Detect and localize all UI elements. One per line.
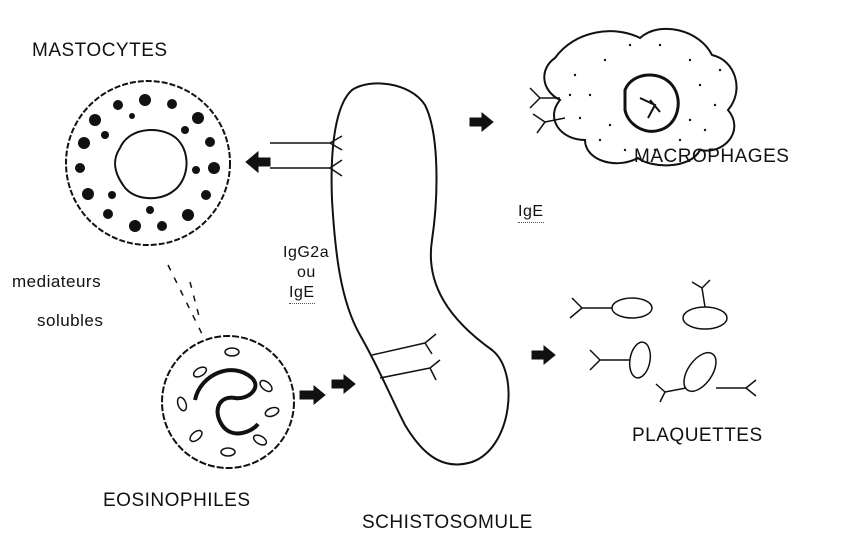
mastocyte-granules <box>75 94 220 232</box>
mastocyte-outer-membrane <box>66 81 230 245</box>
antibodies <box>270 88 565 380</box>
macrophage-cytoplasm-dots <box>569 44 721 151</box>
macrophage-cell <box>544 29 736 166</box>
label-mediateurs: mediateurs <box>12 272 101 292</box>
label-ige-right: IgE <box>518 202 544 223</box>
label-macrophages: MACROPHAGES <box>634 146 789 168</box>
mastocyte-nucleus <box>115 130 187 198</box>
macrophage-membrane <box>544 29 736 166</box>
label-solubles: solubles <box>37 311 103 331</box>
arrow-eosinophile-2 <box>332 375 355 393</box>
arrow-to-platelets <box>532 346 555 364</box>
arrow-to-macrophage <box>470 113 493 131</box>
eosinophile-cell <box>162 336 294 468</box>
eosinophile-nucleus <box>195 370 258 433</box>
label-igg2a: IgG2a <box>283 243 329 262</box>
arrow-to-mastocyte <box>246 152 270 172</box>
eosinophile-granules <box>176 348 280 456</box>
macrophage-nucleus-inner <box>640 98 660 118</box>
label-plaquettes: PLAQUETTES <box>632 425 763 447</box>
platelets <box>570 280 756 402</box>
label-mastocytes: MASTOCYTES <box>32 40 168 62</box>
arrow-eosinophile-1 <box>300 386 325 404</box>
label-ou: ou <box>297 263 316 282</box>
label-ige-left: IgE <box>289 283 315 304</box>
schistosomule-body <box>332 83 509 464</box>
label-eosinophiles: EOSINOPHILES <box>103 490 251 512</box>
label-schistosomule: SCHISTOSOMULE <box>362 512 533 534</box>
dashed-connectors <box>168 265 205 340</box>
mastocyte-cell <box>66 81 230 245</box>
